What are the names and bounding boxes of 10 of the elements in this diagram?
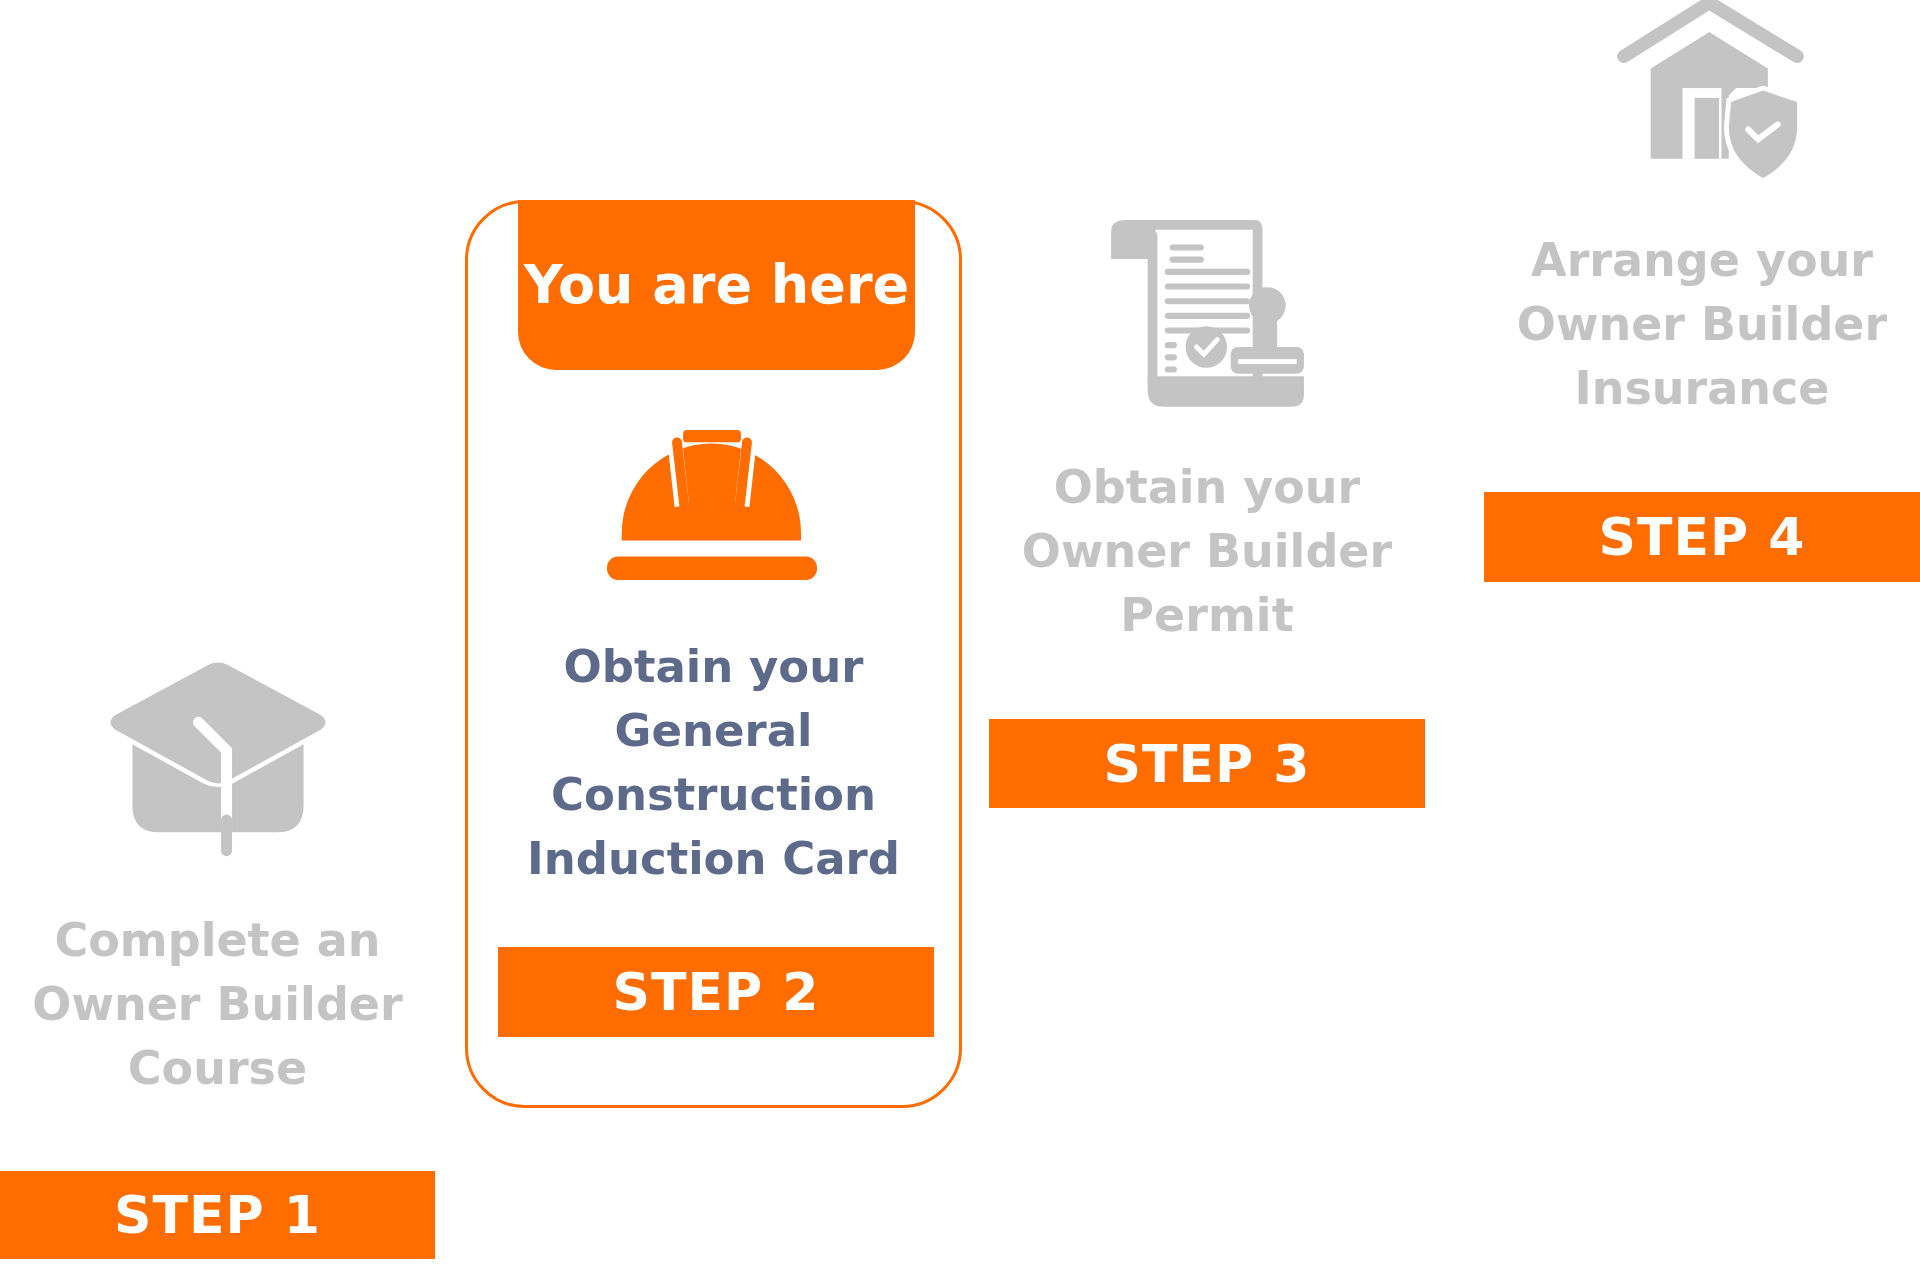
step-bar: STEP 2 xyxy=(498,947,934,1037)
you-are-here-tab: You are here xyxy=(518,200,915,370)
step-card xyxy=(465,200,962,1108)
step-bar: STEP 1 xyxy=(0,1171,435,1259)
step-description: Obtain your Owner Builder Permit xyxy=(1020,459,1394,644)
step-description: Obtain your General Construction Induction Card xyxy=(525,639,902,887)
step-description: Complete an Owner Builder Course xyxy=(31,912,404,1097)
step-bar: STEP 4 xyxy=(1484,492,1920,582)
step-description: Arrange your Owner Builder Insurance xyxy=(1515,232,1889,417)
step-bar: STEP 3 xyxy=(989,719,1425,808)
